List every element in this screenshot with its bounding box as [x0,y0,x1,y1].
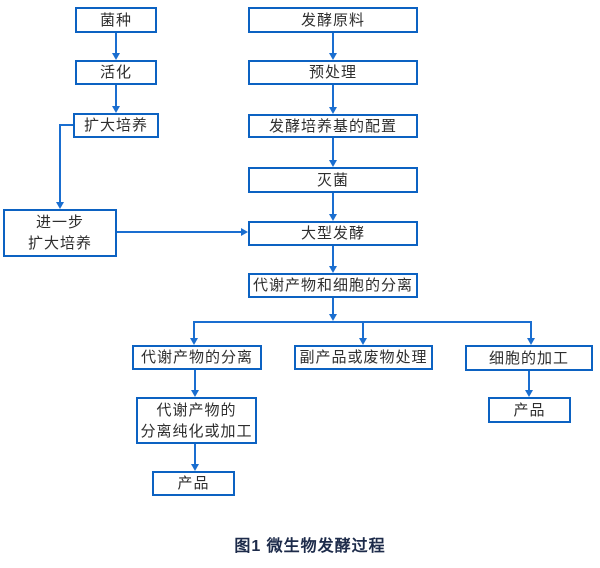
node-pretreatment: 预处理 [248,60,418,85]
arrow-sterilize-to-ferment-line [332,193,334,214]
node-fermentation-raw-material: 发酵原料 [248,7,418,33]
arrow-ferment-to-separation-head [329,266,337,273]
arrow-junction-to-cellproc-head [527,338,535,345]
arrow-seed-to-activation-line [115,33,117,54]
arrow-separation-to-junction-head [329,314,337,321]
node-product-right: 产品 [488,397,571,423]
arrow-further-to-ferment-line [117,231,241,233]
arrow-medium-to-sterilize-line [332,138,334,160]
node-metabolite-cell-separation: 代谢产物和细胞的分离 [248,273,418,298]
arrow-expand-to-further-head [56,202,64,209]
arrow-junction-to-cellproc-line [530,321,532,338]
node-product-left: 产品 [152,471,235,496]
arrow-ferment-to-separation-line [332,246,334,266]
arrow-seed-to-activation-head [112,53,120,60]
figure-caption: 图1 微生物发酵过程 [234,538,386,555]
node-cell-processing: 细胞的加工 [465,345,593,371]
arrow-metabsep-to-purify-head [191,390,199,397]
arrow-pre-to-medium-line [332,85,334,107]
arrow-raw-to-pre-line [332,33,334,53]
node-medium-preparation: 发酵培养基的配置 [248,114,418,138]
arrow-junction-to-byproduct-head [359,338,367,345]
node-metabolite-purification: 代谢产物的 分离纯化或加工 [136,397,257,444]
node-byproduct-waste-treatment: 副产品或废物处理 [294,345,433,370]
arrow-purify-to-product-line [194,444,196,464]
arrow-pre-to-medium-head [329,107,337,114]
arrow-purify-to-product-head [191,464,199,471]
arrow-expand-to-further-hsegment [59,124,73,126]
node-further-expand-culture: 进一步 扩大培养 [3,209,117,257]
arrow-medium-to-sterilize-head [329,160,337,167]
node-metabolite-separation: 代谢产物的分离 [132,345,262,370]
arrow-separation-to-junction-line [332,298,334,314]
arrow-activation-to-expand-line [115,85,117,106]
arrow-junction-to-metabsep-line [193,321,195,338]
node-expand-culture: 扩大培养 [73,113,159,138]
arrow-raw-to-pre-head [329,53,337,60]
node-activation: 活化 [75,60,157,85]
arrow-junction-to-byproduct-line [362,321,364,338]
arrow-cellproc-to-product-head [525,390,533,397]
node-seed: 菌种 [75,7,157,33]
arrow-sterilize-to-ferment-head [329,214,337,221]
arrow-further-to-ferment-head [241,228,248,236]
arrow-cellproc-to-product-line [528,371,530,390]
arrow-junction-to-metabsep-head [190,338,198,345]
node-sterilization: 灭菌 [248,167,418,193]
arrow-activation-to-expand-head [112,106,120,113]
arrow-metabsep-to-purify-line [194,370,196,390]
node-large-scale-fermentation: 大型发酵 [248,221,418,246]
arrow-expand-to-further-vsegment [59,124,61,202]
